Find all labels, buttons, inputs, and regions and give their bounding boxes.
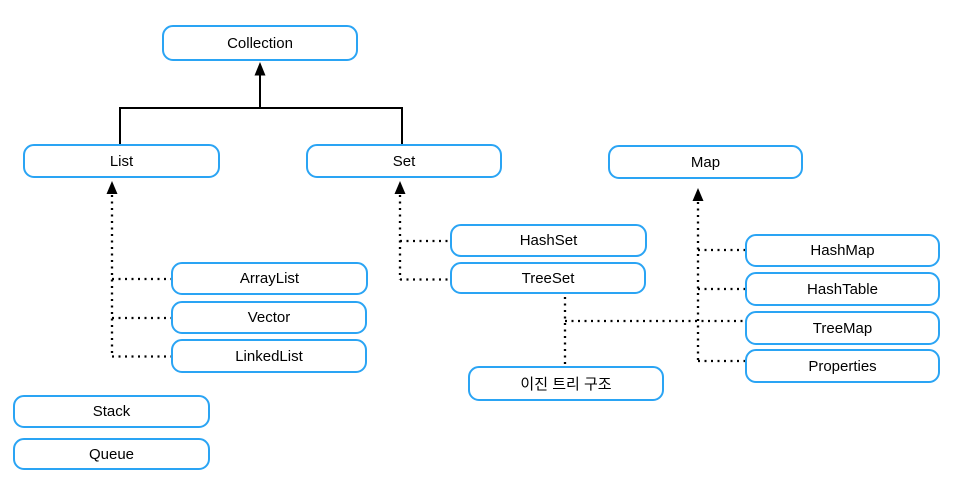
node-hashmap-label: HashMap [810, 242, 875, 259]
node-hashtable-label: HashTable [807, 280, 878, 298]
node-set-label: Set [392, 152, 416, 170]
node-hashtable: HashTable [745, 272, 940, 306]
node-vector: Vector [171, 301, 367, 334]
node-hashmap: HashMap [745, 234, 940, 267]
node-arraylist: ArrayList [171, 262, 368, 295]
node-queue: Queue [13, 438, 210, 470]
node-vector-label: Vector [247, 309, 291, 326]
node-treemap-label: TreeMap [812, 319, 873, 337]
node-linkedlist-label: LinkedList [235, 347, 303, 365]
node-stack-label: Stack [92, 403, 131, 420]
node-hashset: HashSet [450, 224, 647, 257]
map-implementations-connector [692, 188, 745, 363]
node-properties-label: Properties [808, 357, 877, 375]
node-properties: Properties [745, 349, 940, 383]
node-set: Set [306, 144, 502, 178]
node-list: List [23, 144, 220, 178]
node-binary-tree-structure: 이진 트리 구조 [468, 366, 664, 401]
node-queue-label: Queue [88, 445, 135, 463]
node-treeset: TreeSet [450, 262, 646, 294]
collection-inheritance-connector [119, 62, 403, 145]
node-list-label: List [109, 152, 134, 170]
list-implementations-connector [106, 181, 171, 358]
node-arraylist-label: ArrayList [239, 270, 300, 287]
node-hashset-label: HashSet [519, 232, 578, 249]
node-map: Map [608, 145, 803, 179]
node-collection: Collection [162, 25, 358, 61]
node-collection-label: Collection [227, 34, 293, 52]
node-treemap: TreeMap [745, 311, 940, 345]
set-implementations-connector [394, 181, 450, 281]
node-map-label: Map [690, 153, 721, 171]
node-binary-tree-structure-label: 이진 트리 구조 [520, 376, 612, 393]
node-linkedlist: LinkedList [171, 339, 367, 373]
node-stack: Stack [13, 395, 210, 428]
node-treeset-label: TreeSet [521, 269, 575, 287]
